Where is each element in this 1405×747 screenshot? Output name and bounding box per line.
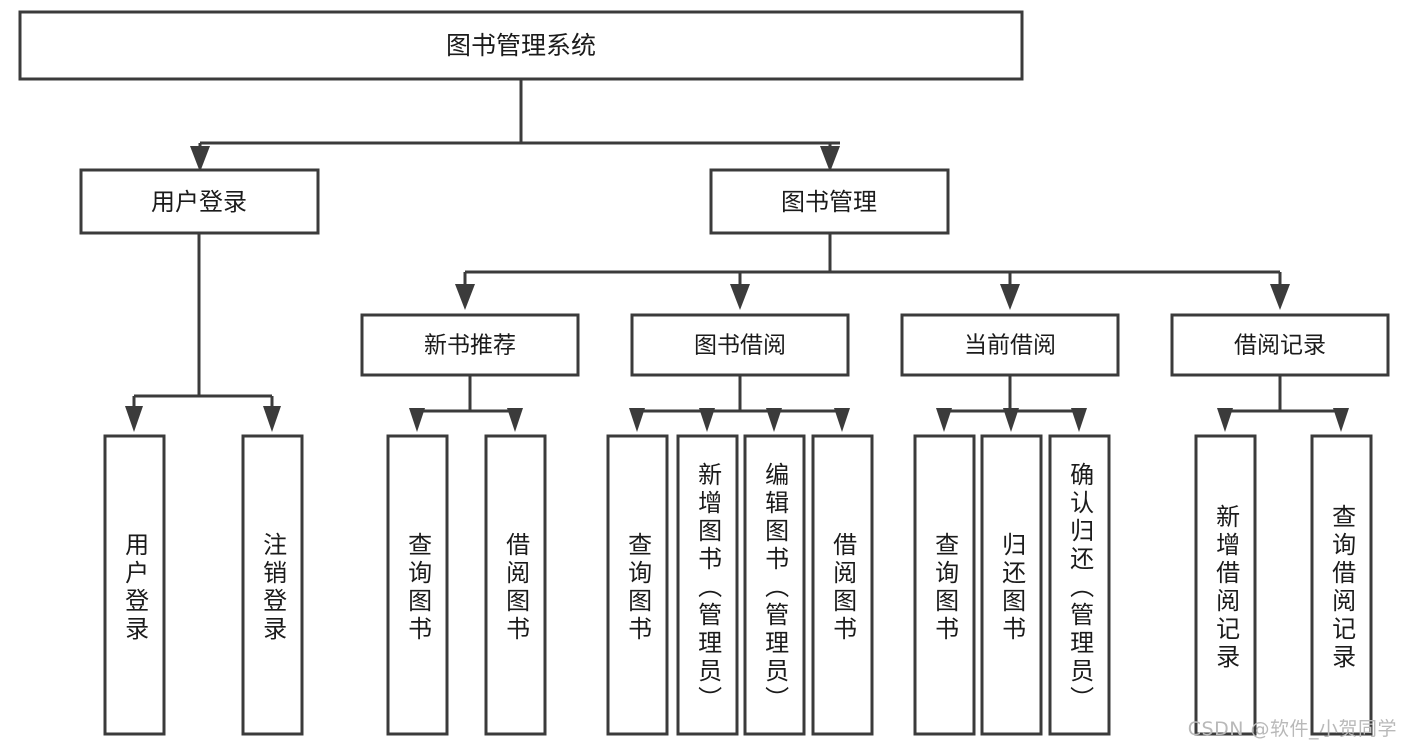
edge-newbook-bus [415, 375, 517, 418]
arrowhead-to-borrow-record [1270, 284, 1290, 310]
node-root-box[interactable] [18, 10, 1024, 81]
leaf-borrow-book-newrec-label: 借阅图书 [501, 532, 530, 644]
leaf-query-book-current-label: 查询图书 [930, 532, 959, 644]
node-book-borrow-label: 图书借阅 [694, 333, 786, 359]
leaf-return-book-label: 归还图书 [997, 532, 1026, 644]
leaf-borrow-book-box[interactable] [811, 434, 874, 736]
arrowhead-borrowrecord-leaf2 [1333, 408, 1349, 432]
leaf-add-borrow-record-label: 新增借阅记录 [1211, 504, 1240, 672]
node-book-management[interactable]: 图书管理 [709, 168, 950, 235]
node-new-book-recommend-label: 新书推荐 [424, 333, 516, 359]
arrowhead-newbook-leaf2 [507, 408, 523, 432]
leaf-user-login-box[interactable] [103, 434, 166, 736]
arrowhead-to-new-book-rec [455, 284, 475, 310]
leaf-query-book-newrec-box[interactable] [386, 434, 449, 736]
leaf-user-login[interactable]: 用户登录 [103, 434, 166, 736]
node-current-borrow-label: 当前借阅 [964, 333, 1056, 359]
node-user-login-box[interactable] [79, 168, 320, 235]
leaf-confirm-return-admin[interactable]: 确认归还（管理员） [1048, 434, 1111, 736]
arrowhead-borrowrecord-leaf1 [1217, 408, 1233, 432]
leaf-edit-book-admin-box[interactable] [743, 434, 806, 736]
leaf-query-borrow-record-label: 查询借阅记录 [1327, 504, 1356, 672]
node-root[interactable]: 图书管理系统 [18, 10, 1024, 81]
node-borrow-record-box[interactable] [1170, 313, 1390, 377]
arrowhead-newbook-leaf1 [409, 408, 425, 432]
leaf-edit-book-admin[interactable]: 编辑图书（管理员） [743, 434, 806, 736]
node-current-borrow[interactable]: 当前借阅 [900, 313, 1120, 377]
leaf-borrow-book-newrec-box[interactable] [484, 434, 547, 736]
arrowhead-to-book-borrow [730, 284, 750, 310]
node-user-login-label: 用户登录 [151, 188, 247, 216]
arrowhead-bookborrow-leaf1 [629, 408, 645, 432]
edge-bookborrow-bus [635, 375, 844, 418]
leaf-query-book-newrec-label: 查询图书 [403, 532, 432, 644]
leaf-user-login-label: 用户登录 [120, 532, 149, 644]
leaf-query-book-borrow-box[interactable] [606, 434, 669, 736]
leaf-confirm-return-admin-box[interactable] [1048, 434, 1111, 736]
leaf-query-book-borrow[interactable]: 查询图书 [606, 434, 669, 736]
leaf-query-borrow-record[interactable]: 查询借阅记录 [1310, 434, 1373, 736]
arrowhead-userlogin-leaf2 [263, 406, 281, 432]
node-book-borrow[interactable]: 图书借阅 [630, 313, 850, 377]
node-book-management-box[interactable] [709, 168, 950, 235]
leaf-add-book-admin[interactable]: 新增图书（管理员） [676, 434, 739, 736]
arrowhead-bookborrow-leaf3 [766, 408, 782, 432]
arrowhead-root-to-user-login [190, 146, 210, 172]
arrowhead-currentborrow-leaf3 [1071, 408, 1087, 432]
node-book-management-label: 图书管理 [781, 188, 877, 216]
arrowhead-bookborrow-leaf4 [834, 408, 850, 432]
leaf-logout-box[interactable] [241, 434, 304, 736]
leaf-query-book-current[interactable]: 查询图书 [913, 434, 976, 736]
leaf-borrow-book-newrec[interactable]: 借阅图书 [484, 434, 547, 736]
arrowhead-currentborrow-leaf1 [936, 408, 952, 432]
edge-root-bus [198, 79, 840, 163]
node-root-label: 图书管理系统 [446, 31, 596, 60]
leaf-query-book-borrow-label: 查询图书 [623, 532, 652, 644]
leaf-add-book-admin-box[interactable] [676, 434, 739, 736]
arrowhead-currentborrow-leaf2 [1003, 408, 1019, 432]
leaf-return-book[interactable]: 归还图书 [980, 434, 1043, 736]
leaf-query-book-current-box[interactable] [913, 434, 976, 736]
leaf-query-borrow-record-box[interactable] [1310, 434, 1373, 736]
leaf-logout-label: 注销登录 [258, 532, 287, 644]
leaf-add-borrow-record-box[interactable] [1194, 434, 1257, 736]
arrowhead-root-to-book-mgmt [820, 146, 840, 172]
edge-borrowrecord-bus [1223, 375, 1343, 418]
arrowhead-bookborrow-leaf2 [699, 408, 715, 432]
edge-bookmgmt-bus [463, 233, 1282, 293]
leaf-add-book-admin-label: 新增图书（管理员） [693, 462, 722, 714]
node-current-borrow-box[interactable] [900, 313, 1120, 377]
leaf-borrow-book[interactable]: 借阅图书 [811, 434, 874, 736]
node-borrow-record[interactable]: 借阅记录 [1170, 313, 1390, 377]
node-new-book-recommend[interactable]: 新书推荐 [360, 313, 580, 377]
node-borrow-record-label: 借阅记录 [1234, 333, 1326, 359]
leaf-return-book-box[interactable] [980, 434, 1043, 736]
node-new-book-recommend-box[interactable] [360, 313, 580, 377]
arrowhead-to-current-borrow [1000, 284, 1020, 310]
node-book-borrow-box[interactable] [630, 313, 850, 377]
connector-layer [125, 79, 1349, 432]
node-user-login[interactable]: 用户登录 [79, 168, 320, 235]
edge-userlogin-bus [132, 233, 274, 414]
leaf-add-borrow-record[interactable]: 新增借阅记录 [1194, 434, 1257, 736]
leaf-logout[interactable]: 注销登录 [241, 434, 304, 736]
leaf-edit-book-admin-label: 编辑图书（管理员） [760, 462, 789, 714]
leaf-query-book-newrec[interactable]: 查询图书 [386, 434, 449, 736]
leaf-confirm-return-admin-label: 确认归还（管理员） [1065, 462, 1094, 714]
leaf-borrow-book-label: 借阅图书 [828, 532, 857, 644]
arrowhead-userlogin-leaf1 [125, 406, 143, 432]
